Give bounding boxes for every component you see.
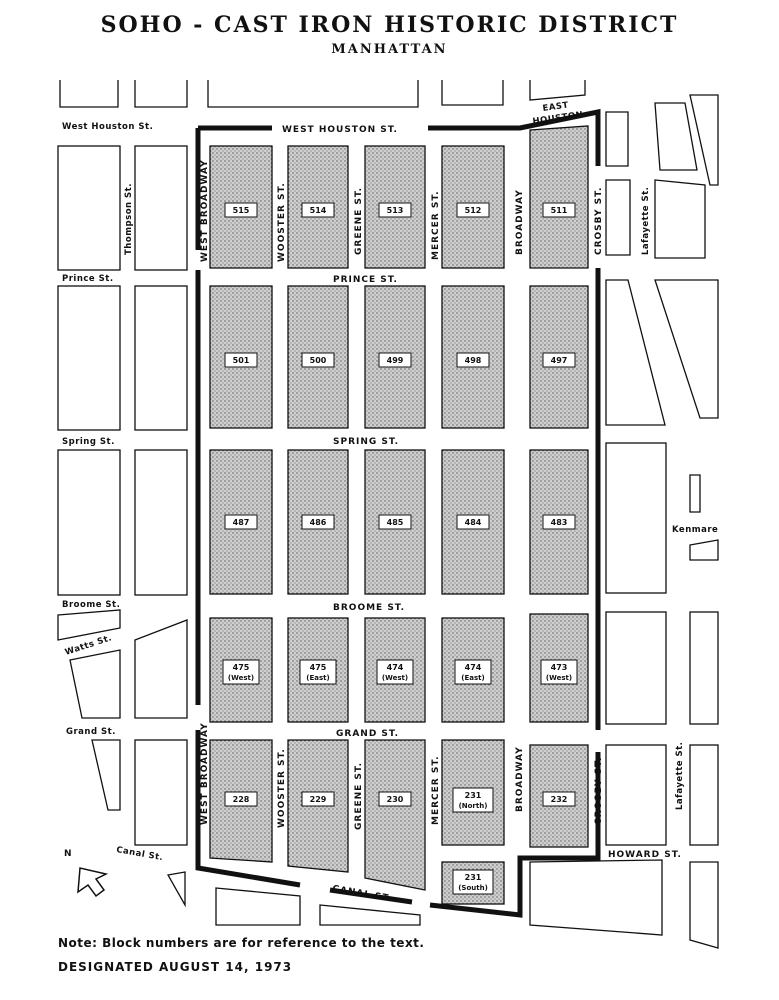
outside-blocks-north [59, 80, 719, 186]
block-sub-231-south: (South) [458, 884, 488, 892]
street-prince-main: PRINCE ST. [333, 275, 398, 285]
block-label-484: 484 [465, 518, 482, 527]
block-label-501: 501 [233, 356, 250, 365]
street-thompson: Thompson St. [124, 183, 134, 255]
street-east-houston-2: HOUSTON [532, 110, 584, 127]
street-west-houston-left: West Houston St. [62, 122, 153, 132]
block-484 [441, 449, 505, 595]
block-label-475-east: 475 [310, 663, 327, 672]
street-wooster-north: WOOSTER ST. [277, 182, 287, 262]
district-blocks [209, 125, 589, 905]
street-lafayette-south: Lafayette St. [675, 742, 685, 810]
street-broome-left: Broome St. [62, 600, 120, 610]
block-sub-475-east: (East) [306, 674, 329, 682]
north-arrow-label: N [64, 849, 73, 859]
block-sub-475-west: (West) [228, 674, 254, 682]
street-spring-left: Spring St. [62, 437, 115, 447]
block-label-514: 514 [310, 206, 327, 215]
block-label-475-west: 475 [233, 663, 250, 672]
block-label-499: 499 [387, 356, 404, 365]
block-label-474-east: 474 [465, 663, 482, 672]
street-prince-left: Prince St. [62, 274, 114, 284]
street-broadway-north: BROADWAY [515, 189, 525, 255]
street-broome-main: BROOME ST. [333, 603, 405, 613]
block-label-511: 511 [551, 206, 568, 215]
block-475-east [287, 617, 349, 723]
street-grand-left: Grand St. [66, 727, 116, 737]
block-label-232: 232 [551, 795, 568, 804]
street-canal-main: CANAL ST. [331, 884, 392, 904]
street-greene-north: GREENE ST. [354, 187, 364, 255]
block-sub-474-west: (West) [382, 674, 408, 682]
block-label-500: 500 [310, 356, 327, 365]
street-crosby-north: CROSBY ST. [594, 187, 604, 255]
street-howard: HOWARD ST. [608, 850, 682, 860]
block-label-473-west: 473 [551, 663, 568, 672]
street-greene-south: GREENE ST. [354, 762, 364, 830]
designation-date: DESIGNATED AUGUST 14, 1973 [58, 960, 293, 974]
block-labels: 515 514 513 512 511 501 500 499 498 497 … [222, 202, 578, 895]
block-511 [529, 125, 589, 269]
block-label-231-south: 231 [465, 873, 482, 882]
outside-blocks-west [57, 145, 421, 926]
district-boundary [195, 108, 601, 918]
street-crosby-south: CROSBY ST. [594, 757, 604, 825]
map-subtitle: MANHATTAN [331, 42, 448, 57]
block-label-515: 515 [233, 206, 250, 215]
block-label-474-west: 474 [387, 663, 404, 672]
street-wooster-south: WOOSTER ST. [277, 748, 287, 828]
street-spring-main: SPRING ST. [333, 437, 399, 447]
map-note: Note: Block numbers are for reference to… [58, 936, 425, 950]
street-east-houston-1: EAST [542, 100, 569, 114]
block-label-483: 483 [551, 518, 568, 527]
block-label-486: 486 [310, 518, 327, 527]
street-west-houston-main: WEST HOUSTON ST. [282, 125, 398, 135]
north-arrow-icon: N [64, 849, 109, 898]
street-mercer-south: MERCER ST. [431, 755, 441, 825]
block-label-230: 230 [387, 795, 404, 804]
block-label-231-north: 231 [465, 791, 482, 800]
block-label-513: 513 [387, 206, 404, 215]
block-sub-231-north: (North) [459, 802, 488, 810]
street-grand-main: GRAND ST. [336, 729, 399, 739]
block-230 [364, 739, 426, 891]
map-title: SOHO - CAST IRON HISTORIC DISTRICT [100, 12, 679, 38]
block-label-228: 228 [233, 795, 250, 804]
block-label-497: 497 [551, 356, 568, 365]
street-labels-vertical: Thompson St. WEST BROADWAY WOOSTER ST. G… [124, 159, 685, 830]
street-lafayette-north: Lafayette St. [641, 187, 651, 255]
outside-blocks-east [529, 179, 719, 949]
block-label-229: 229 [310, 795, 327, 804]
block-label-487: 487 [233, 518, 250, 527]
street-broadway-south: BROADWAY [515, 746, 525, 812]
block-473-west [529, 613, 589, 723]
street-kenmare: Kenmare [672, 525, 718, 535]
block-sub-474-east: (East) [461, 674, 484, 682]
block-label-498: 498 [465, 356, 482, 365]
block-label-485: 485 [387, 518, 404, 527]
block-sub-473-west: (West) [546, 674, 572, 682]
street-canal-left: Canal St. [115, 845, 164, 863]
street-west-broadway-south: WEST BROADWAY [200, 722, 210, 825]
street-west-broadway-north: WEST BROADWAY [200, 159, 210, 262]
street-mercer-north: MERCER ST. [431, 190, 441, 260]
block-label-512: 512 [465, 206, 482, 215]
